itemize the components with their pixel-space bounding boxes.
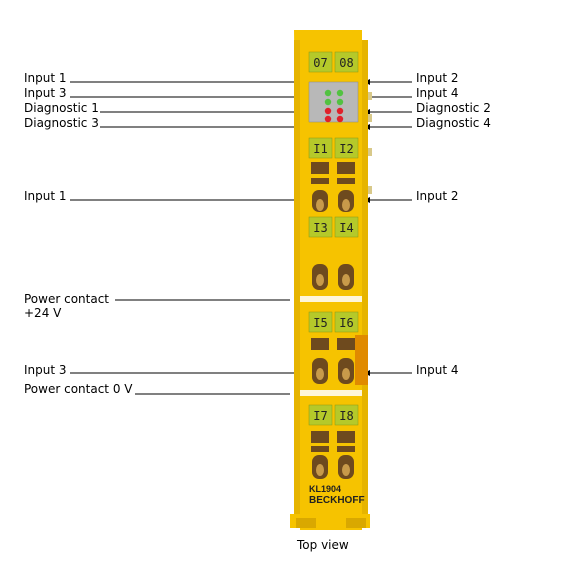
label-diagnostic-4: Diagnostic 4 — [416, 116, 491, 130]
header-label-07: 07 — [313, 56, 327, 70]
label-diagnostic-1: Diagnostic 1 — [24, 101, 99, 115]
label-diagnostic-3: Diagnostic 3 — [24, 116, 99, 130]
led-input-2 — [336, 89, 344, 97]
channel-label-i1: I1 — [313, 142, 327, 156]
spring-contacts — [311, 162, 355, 479]
header-label-08: 08 — [339, 56, 353, 70]
led-panel — [308, 81, 359, 123]
label-input-1-led: Input 1 — [24, 71, 67, 85]
led-input-3 — [324, 98, 332, 106]
channel-label-i3: I3 — [313, 221, 327, 235]
model-label: KL1904 — [309, 484, 341, 494]
label-diagnostic-2: Diagnostic 2 — [416, 101, 491, 115]
label-input-2-terminal: Input 2 — [416, 189, 459, 203]
label-power-contact-24v: Power contact — [24, 292, 110, 306]
orange-release-tab — [355, 335, 368, 385]
label-input-2-led: Input 2 — [416, 71, 459, 85]
label-input-3-terminal: Input 3 — [24, 363, 67, 377]
led-diagnostic-2 — [336, 107, 344, 115]
label-input-4-led: Input 4 — [416, 86, 459, 100]
caption: Top view — [297, 538, 349, 552]
label-input-3-led: Input 3 — [24, 86, 67, 100]
led-diagnostic-1 — [324, 107, 332, 115]
label-power-contact-24v-value: +24 V — [24, 306, 62, 320]
channel-label-i5: I5 — [313, 316, 327, 330]
channel-label-i6: I6 — [339, 316, 353, 330]
channel-label-i8: I8 — [339, 409, 353, 423]
channel-labels: I1 I2 I3 I4 I5 I6 I7 I8 — [308, 137, 359, 426]
channel-label-i7: I7 — [313, 409, 327, 423]
label-power-contact-0v: Power contact 0 V — [24, 382, 133, 396]
label-input-4-terminal: Input 4 — [416, 363, 459, 377]
label-input-1-terminal: Input 1 — [24, 189, 67, 203]
channel-label-i4: I4 — [339, 221, 353, 235]
led-diagnostic-4 — [336, 115, 344, 123]
channel-label-i2: I2 — [339, 142, 353, 156]
led-input-4 — [336, 98, 344, 106]
led-input-1 — [324, 89, 332, 97]
brand-label: BECKHOFF — [309, 495, 365, 506]
leader-lines — [70, 81, 412, 395]
led-diagnostic-3 — [324, 115, 332, 123]
header-labels: 07 08 — [308, 51, 359, 73]
